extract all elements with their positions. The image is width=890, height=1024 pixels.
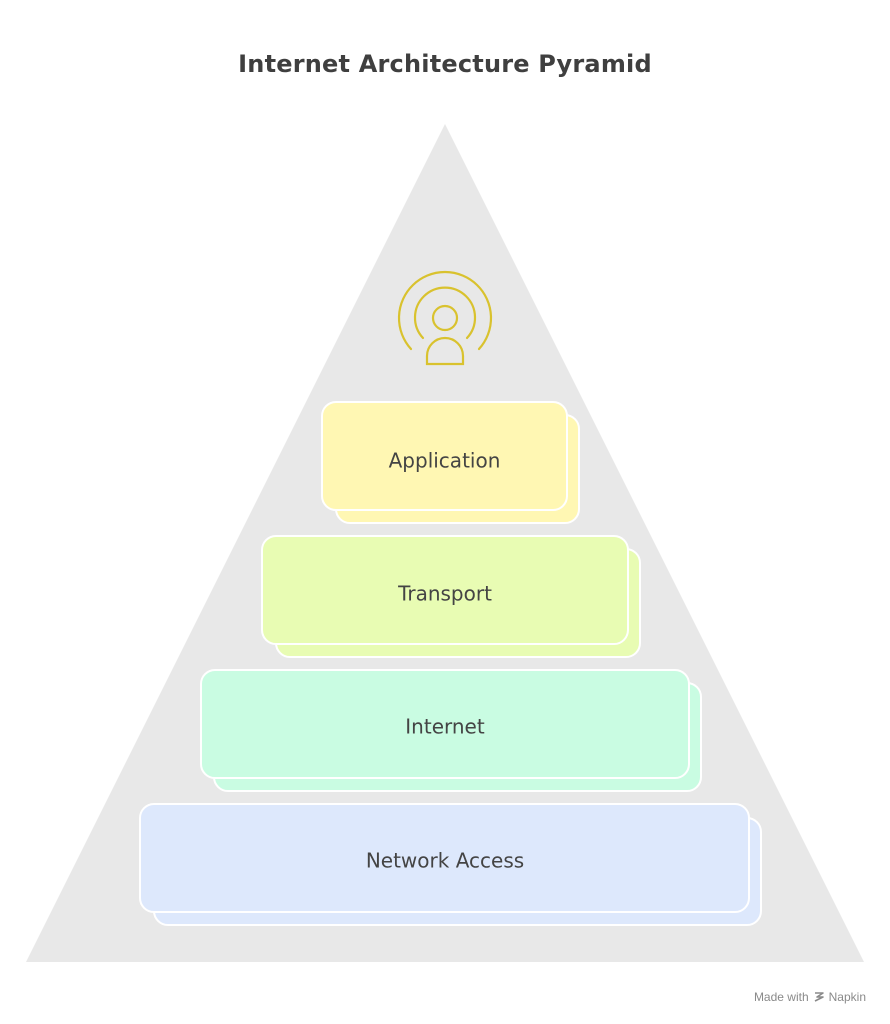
- layer-box: [200, 669, 690, 779]
- layer-label: Network Access: [366, 849, 524, 873]
- layer-box: [321, 401, 568, 511]
- brand-name: Napkin: [828, 990, 866, 1004]
- layer-label: Application: [389, 449, 501, 473]
- footer-attribution: Made with Napkin: [754, 990, 866, 1004]
- layer-application: Application: [321, 401, 580, 524]
- layer-box: [261, 535, 629, 645]
- page-title: Internet Architecture Pyramid: [238, 50, 652, 78]
- layer-box: [139, 803, 750, 913]
- layer-label: Internet: [405, 715, 485, 739]
- layer-internet: Internet: [200, 669, 702, 792]
- layer-transport: Transport: [261, 535, 641, 658]
- broadcast-person-icon: [397, 270, 493, 366]
- layer-label: Transport: [397, 582, 492, 606]
- napkin-logo-icon: [814, 992, 824, 1002]
- made-with-text: Made with: [753, 990, 809, 1004]
- layer-network-access: Network Access: [139, 803, 762, 926]
